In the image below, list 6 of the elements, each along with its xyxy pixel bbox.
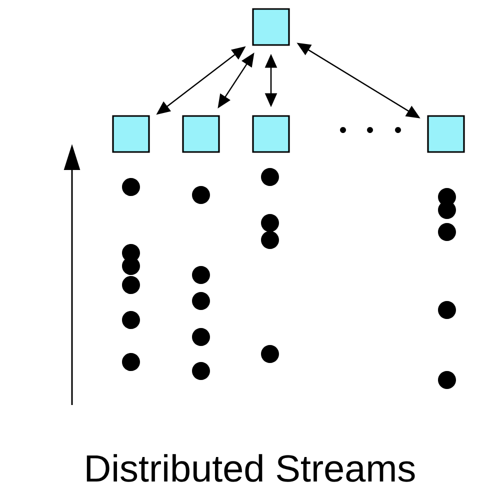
stream-box (252, 115, 290, 153)
stream-box (182, 115, 220, 153)
stream-box (252, 8, 290, 46)
caption: Distributed Streams (86, 454, 415, 482)
stream-box (427, 115, 465, 153)
stream-box (112, 115, 150, 153)
